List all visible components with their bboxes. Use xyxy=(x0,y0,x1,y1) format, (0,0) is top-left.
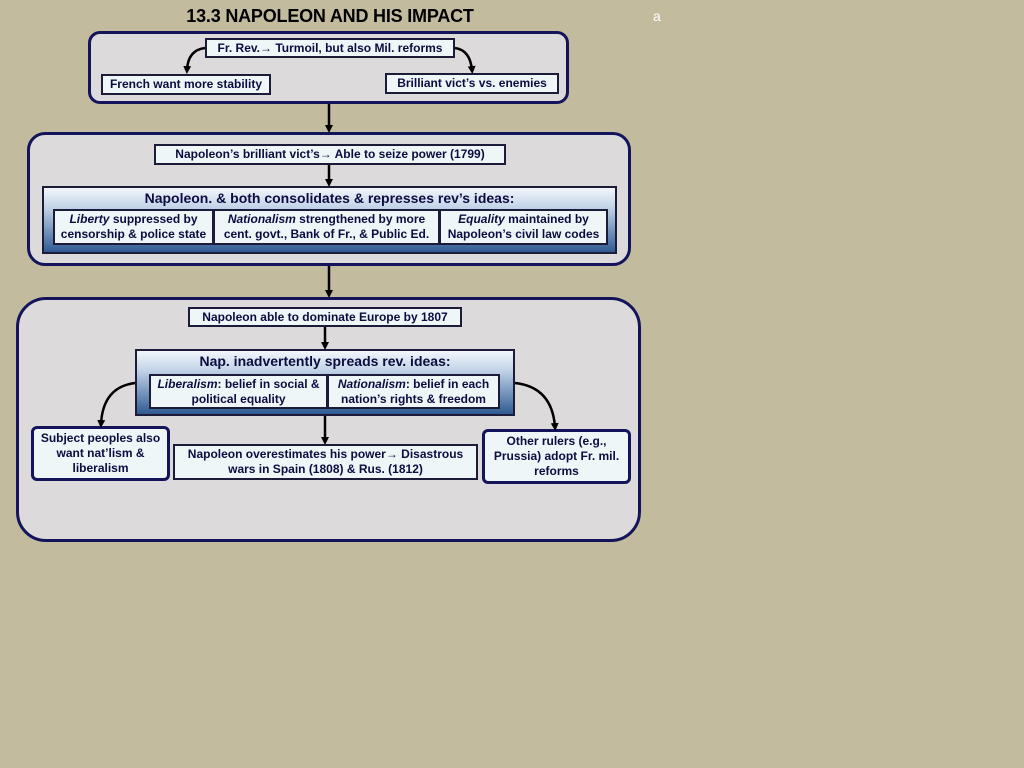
arrow-s1-left xyxy=(183,46,206,74)
arrow-s1-right xyxy=(454,46,476,74)
section-1-right-box: Brilliant vict’s vs. enemies xyxy=(385,73,559,94)
corner-label: a xyxy=(653,8,661,24)
nationalism-cell-1: Nationalism strengthened by more cent. g… xyxy=(213,209,440,245)
section-2-group-header: Napoleon. & both consolidates & represse… xyxy=(144,190,515,206)
nationalism-text-4: nation’s rights & freedom xyxy=(341,391,486,406)
nationalism-text-1: strengthened by more xyxy=(295,212,426,226)
equality-text-2: Napoleon’s civil law codes xyxy=(447,227,600,241)
equality-term: Equality xyxy=(458,212,505,226)
section-3-group-header: Nap. inadvertently spreads rev. ideas: xyxy=(199,353,451,369)
arrow-s3-group-to-right xyxy=(514,381,559,431)
section-3-panel xyxy=(16,297,641,542)
page-title: 13.3 NAPOLEON AND HIS IMPACT xyxy=(186,6,474,26)
equality-text-1: maintained by xyxy=(504,212,589,226)
liberty-text-1: suppressed by xyxy=(109,212,198,226)
arrow-s3-group-to-left xyxy=(97,381,136,428)
nationalism-term-2: Nationalism xyxy=(337,376,406,391)
nationalism-cell-2: Nationalism: belief in each nation’s rig… xyxy=(327,374,500,409)
liberty-text-2: censorship & police state xyxy=(60,227,207,241)
liberty-term: Liberty xyxy=(69,212,110,226)
liberalism-text-1: : belief in social & xyxy=(217,376,320,391)
liberalism-text-2: political equality xyxy=(191,391,286,406)
liberalism-cell: Liberalism: belief in social & political… xyxy=(149,374,328,409)
nationalism-text-2: cent. govt., Bank of Fr., & Public Ed. xyxy=(223,227,430,241)
equality-cell: Equality maintained by Napoleon’s civil … xyxy=(439,209,608,245)
liberalism-term: Liberalism xyxy=(157,376,218,391)
nationalism-text-3: : belief in each xyxy=(405,376,490,391)
section-1-left-box: French want more stability xyxy=(101,74,271,95)
section-1-top-box: Fr. Rev.→ Turmoil, but also Mil. reforms xyxy=(205,38,455,58)
section-2-top-box: Napoleon’s brilliant vict’s→ Able to sei… xyxy=(154,144,506,165)
nationalism-term-1: Nationalism xyxy=(227,212,296,226)
section-3-top-box: Napoleon able to dominate Europe by 1807 xyxy=(188,307,462,327)
section-3-center-box: Napoleon overestimates his power→ Disast… xyxy=(173,444,478,480)
